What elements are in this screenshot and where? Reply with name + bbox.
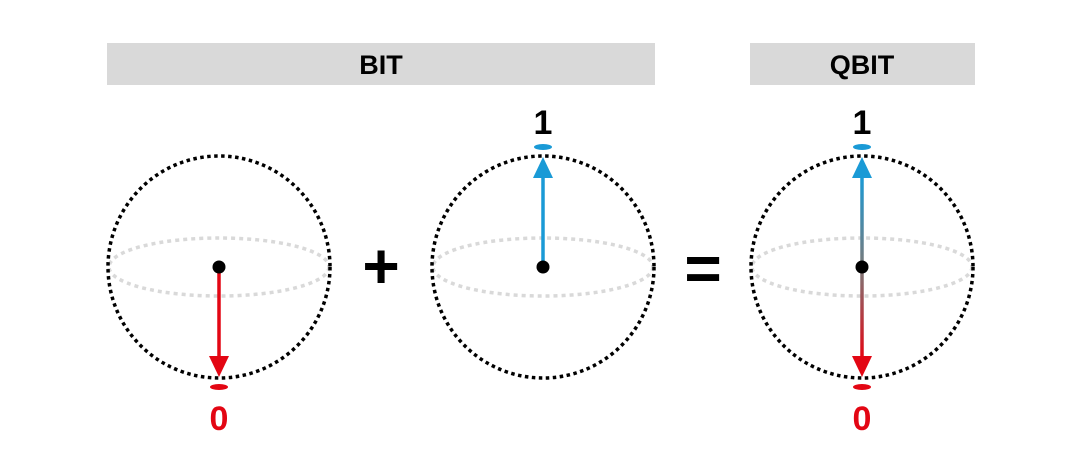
arrowhead-down-icon — [209, 356, 229, 377]
center-dot — [855, 260, 869, 274]
arrowhead-up-icon — [533, 157, 553, 178]
arrowhead-down-icon — [852, 356, 872, 377]
plus-operator: + — [362, 230, 399, 302]
one-pole-marker — [853, 144, 871, 150]
qbit-header-label: QBIT — [830, 50, 895, 80]
sphere-outline — [106, 154, 332, 380]
bit-header: BIT — [107, 43, 655, 85]
zero-pole-marker — [853, 384, 871, 390]
one-label: 1 — [853, 104, 872, 142]
arrowhead-up-icon — [852, 157, 872, 178]
equals-operator: = — [684, 232, 721, 304]
qbit-header: QBIT — [750, 43, 975, 85]
zero-label: 0 — [853, 400, 872, 438]
sphere-outline — [430, 154, 656, 380]
one-pole-marker — [534, 144, 552, 150]
sphere-outline — [749, 154, 975, 380]
bit-header-label: BIT — [359, 50, 403, 80]
qbit-sphere: 1 0 — [749, 104, 975, 438]
bit-one-sphere: 1 — [430, 104, 656, 380]
one-label: 1 — [534, 104, 553, 142]
zero-pole-marker — [210, 384, 228, 390]
bit-zero-sphere: 0 — [106, 154, 332, 438]
center-dot — [536, 260, 550, 274]
zero-label: 0 — [210, 400, 229, 438]
center-dot — [212, 260, 226, 274]
